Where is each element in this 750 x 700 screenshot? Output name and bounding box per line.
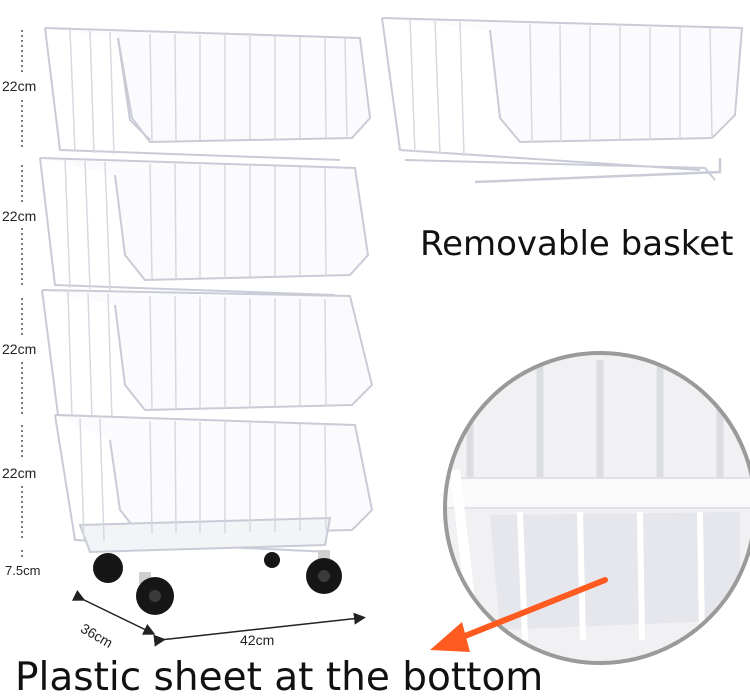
- width-label: 42cm: [240, 632, 275, 648]
- plastic-sheet-caption: Plastic sheet at the bottom: [15, 655, 544, 700]
- basket-tier-2: [39, 157, 370, 296]
- caster-wheels: [93, 550, 342, 615]
- orange-pointer-arrow: [430, 577, 608, 652]
- zoom-detail-circle: [443, 351, 750, 665]
- basket-tier-4: [54, 414, 374, 554]
- basket-tier-3: [41, 289, 374, 426]
- width-dimension-arrow: [153, 612, 366, 647]
- removable-basket-caption: Removable basket: [420, 224, 734, 264]
- wheel-back-right: [264, 552, 280, 568]
- tier-2-height-label: 22cm: [2, 208, 37, 224]
- tier-4-height-label: 22cm: [2, 465, 37, 481]
- basket-tier-1: [44, 27, 372, 161]
- wheel-front-left: [136, 572, 174, 615]
- wheel-back-left: [93, 553, 123, 583]
- wheel-front-right: [306, 550, 342, 594]
- tier-3-height-label: 22cm: [2, 341, 37, 357]
- depth-dimension-arrow: [71, 589, 156, 635]
- stacked-basket-cart: [39, 27, 374, 554]
- removable-basket: [381, 17, 744, 184]
- tier-1-height-label: 22cm: [2, 78, 37, 94]
- wheel-height-label: 7.5cm: [5, 563, 41, 578]
